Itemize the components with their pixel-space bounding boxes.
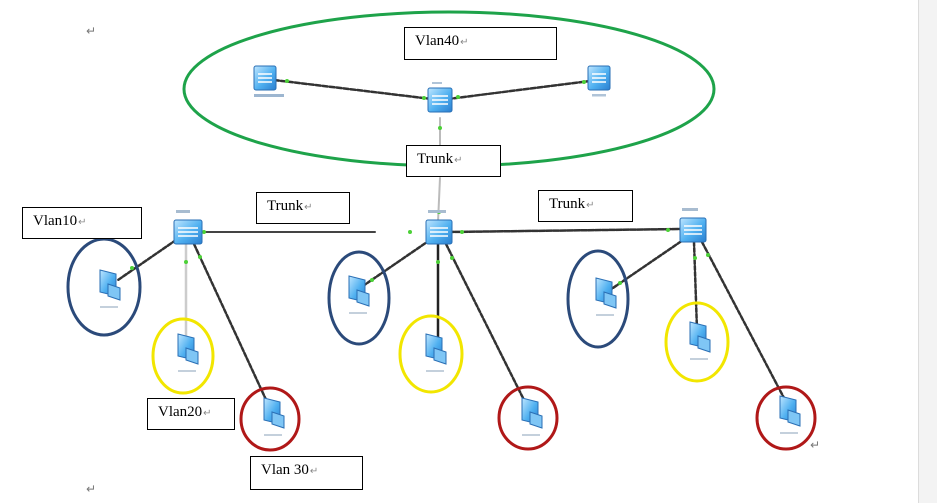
link-right-vlan20 — [692, 240, 699, 332]
vlan-circles — [66, 237, 817, 452]
link-s1-core — [272, 78, 442, 102]
return-mark-icon: ↵ — [460, 37, 469, 48]
links — [116, 78, 786, 410]
paragraph-mark-icon: ↵ — [86, 482, 97, 496]
vlan30-circle — [497, 385, 559, 451]
paragraph-mark-icon: ↵ — [86, 24, 97, 38]
port-dot — [706, 253, 710, 257]
link-trunk-middle — [437, 177, 441, 223]
port-dot — [130, 266, 134, 270]
trunk-left-label: Trunk↵ — [256, 192, 350, 224]
port-dot — [285, 79, 289, 83]
port-dot — [202, 230, 206, 234]
pc-icon — [348, 275, 370, 314]
pcs — [99, 269, 801, 436]
port-dot — [408, 230, 412, 234]
link-middle-right — [446, 227, 684, 234]
vlan20-circle — [151, 317, 215, 395]
vlan30-label-text: Vlan 30 — [261, 462, 309, 478]
vlan30-circle — [239, 386, 301, 452]
paragraph-mark-icon: ↵ — [810, 438, 821, 452]
port-dot — [618, 281, 622, 285]
vlan10-circle — [566, 249, 630, 349]
link-middle-vlan30 — [444, 242, 530, 410]
pc-icon — [99, 269, 121, 308]
switch-icon — [425, 210, 453, 245]
link-port-dots — [130, 79, 710, 285]
port-dot — [370, 278, 374, 282]
vlan10-circle — [327, 250, 391, 346]
vlan20-label: Vlan20↵ — [147, 398, 235, 430]
return-mark-icon: ↵ — [309, 466, 319, 477]
pc-icon — [263, 397, 285, 436]
port-dot — [582, 80, 586, 84]
link-s2-core — [438, 78, 600, 102]
vlan20-circle — [398, 314, 464, 394]
vlan40-label-text: Vlan40 — [415, 33, 460, 49]
port-dot — [184, 260, 188, 264]
return-mark-icon: ↵ — [454, 155, 463, 166]
vlan10-label: Vlan10↵ — [22, 207, 142, 239]
switch-icon — [679, 208, 707, 243]
right-margin-bar — [918, 0, 937, 503]
trunk-top-label-text: Trunk — [417, 151, 454, 167]
switch-icon — [427, 82, 453, 113]
pc-icon — [595, 277, 617, 316]
link-left-vlan10 — [116, 238, 178, 282]
port-dot — [198, 255, 202, 259]
pc-icon — [689, 321, 711, 360]
trunk-right-label: Trunk↵ — [538, 190, 633, 222]
pc-icon — [425, 333, 447, 372]
vlan20-circle — [664, 301, 730, 383]
trunk-right-label-text: Trunk — [549, 196, 586, 212]
port-dot — [460, 230, 464, 234]
link-left-vlan30 — [192, 242, 270, 406]
port-dot — [422, 96, 426, 100]
port-dot — [456, 95, 460, 99]
return-mark-icon: ↵ — [78, 217, 87, 228]
switch-icon — [173, 210, 203, 245]
trunk-left-label-text: Trunk — [267, 198, 304, 214]
trunk-top-label: Trunk↵ — [406, 145, 501, 177]
pc-icon — [177, 333, 199, 372]
port-dot — [666, 228, 670, 232]
switch-icon — [253, 65, 284, 97]
vlan30-circle — [755, 385, 817, 451]
pc-icon — [521, 397, 543, 436]
vlan20-label-text: Vlan20 — [158, 404, 203, 420]
vlan30-label: Vlan 30↵ — [250, 456, 363, 490]
return-mark-icon: ↵ — [304, 202, 313, 213]
return-mark-icon: ↵ — [203, 408, 212, 419]
vlan40-label: Vlan40↵ — [404, 27, 557, 60]
port-dot — [436, 260, 440, 264]
vlan10-label-text: Vlan10 — [33, 213, 78, 229]
port-dot — [450, 256, 454, 260]
switch-icon — [587, 65, 611, 97]
port-dot — [693, 256, 697, 260]
pc-icon — [779, 395, 801, 434]
return-mark-icon: ↵ — [586, 200, 595, 211]
link-right-vlan10 — [608, 236, 688, 292]
vlan10-circle — [66, 237, 142, 337]
port-dot — [438, 126, 442, 130]
link-right-vlan30 — [700, 240, 786, 400]
switches — [173, 65, 707, 245]
